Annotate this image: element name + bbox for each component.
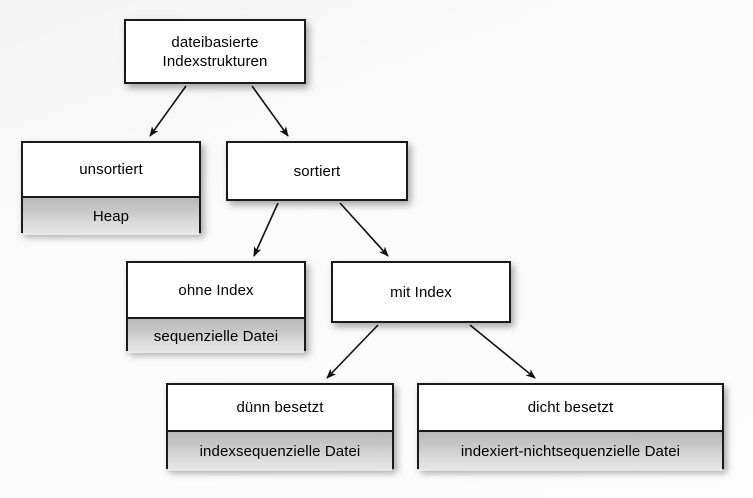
node-unsortiert[interactable]: unsortiert Heap [21,141,201,235]
node-ohne-index-subtitle: sequenzielle Datei [128,317,304,353]
edge-root-sortiert [251,85,289,137]
node-dateibasierte-indexstrukturen[interactable]: dateibasierte Indexstrukturen [124,19,306,84]
node-ohne-index-title: ohne Index [128,263,304,317]
node-dicht-besetzt[interactable]: dicht besetzt indexiert-nichtsequenziell… [417,383,724,471]
node-unsortiert-subtitle: Heap [23,196,199,235]
node-duenn-besetzt-subtitle: indexsequenzielle Datei [168,430,392,471]
edge-sortiert-mit-index [339,202,389,257]
node-dicht-besetzt-subtitle: indexiert-nichtsequenzielle Datei [419,430,722,471]
node-dicht-besetzt-title: dicht besetzt [419,385,722,430]
node-root-title-line1: dateibasierte [171,33,259,51]
node-sortiert[interactable]: sortiert [226,141,408,201]
node-mit-index[interactable]: mit Index [331,261,511,323]
edge-root-unsortiert [149,85,187,137]
node-duenn-besetzt-title: dünn besetzt [168,385,392,430]
node-root-title-line2: Indexstrukturen [162,52,268,70]
node-mit-index-title: mit Index [333,263,509,321]
node-duenn-besetzt[interactable]: dünn besetzt indexsequenzielle Datei [166,383,394,471]
edge-sortiert-ohne-index [253,202,279,257]
node-sortiert-title: sortiert [228,143,406,199]
node-unsortiert-title: unsortiert [23,143,199,196]
node-ohne-index[interactable]: ohne Index sequenzielle Datei [126,261,306,353]
edge-mit-index-duenn [326,324,379,379]
edge-mit-index-dicht [469,324,536,379]
node-root-title: dateibasierte Indexstrukturen [126,21,304,82]
